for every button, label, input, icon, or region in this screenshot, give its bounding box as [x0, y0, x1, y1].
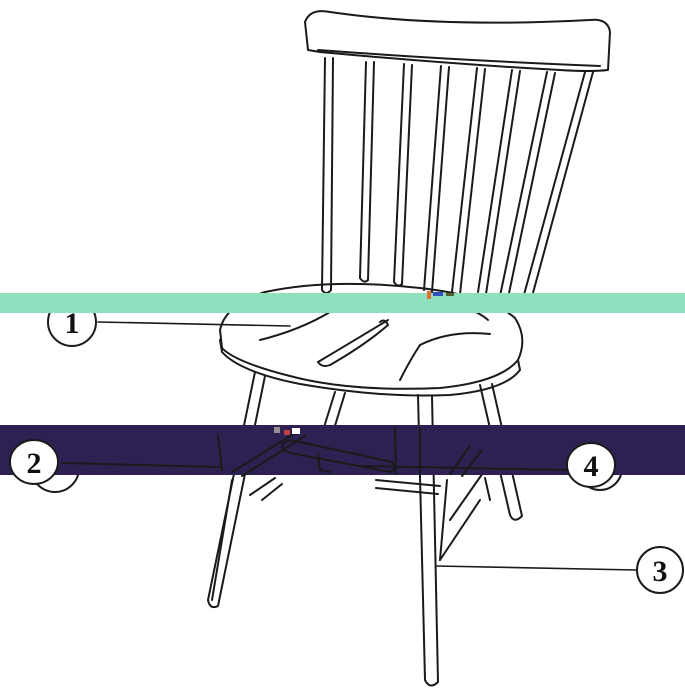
- callout-label-1: 1: [65, 307, 80, 340]
- callout-label-4: 4: [584, 450, 599, 483]
- callout-label-3: 3: [653, 555, 668, 588]
- callout-label-2: 2: [27, 447, 42, 480]
